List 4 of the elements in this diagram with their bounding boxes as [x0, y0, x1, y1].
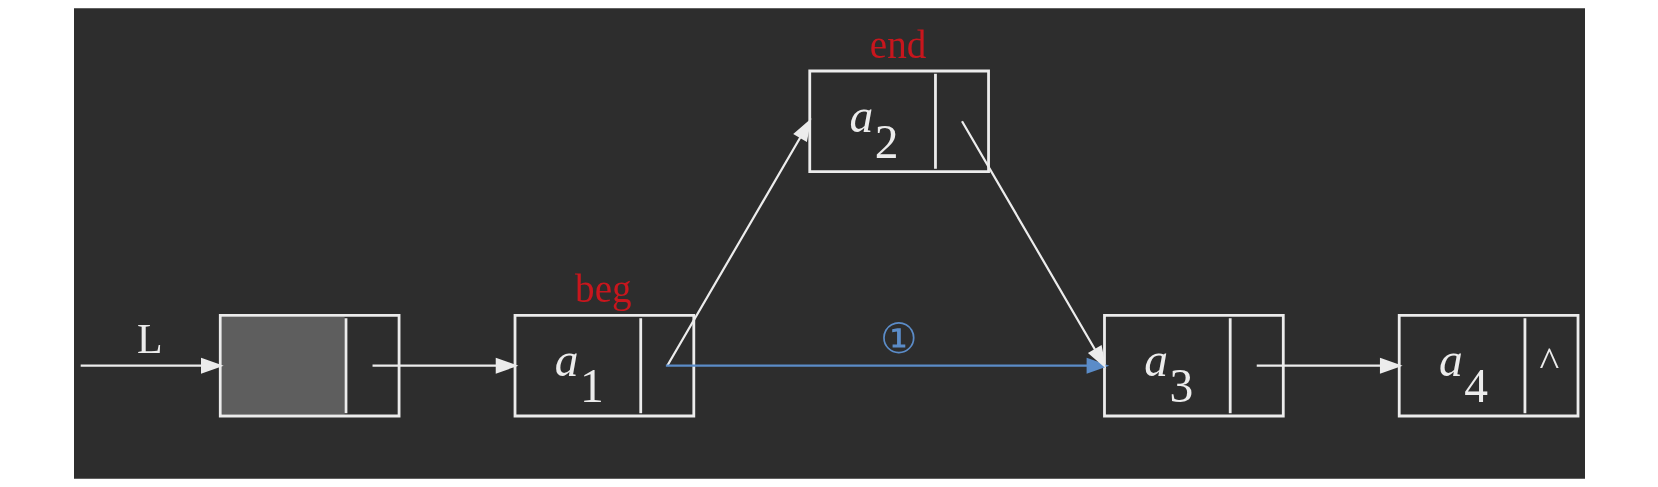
- node-label: end: [869, 22, 926, 66]
- node-label: beg: [574, 267, 632, 311]
- edge-label: ①: [879, 316, 918, 363]
- edge-label: L: [136, 316, 163, 363]
